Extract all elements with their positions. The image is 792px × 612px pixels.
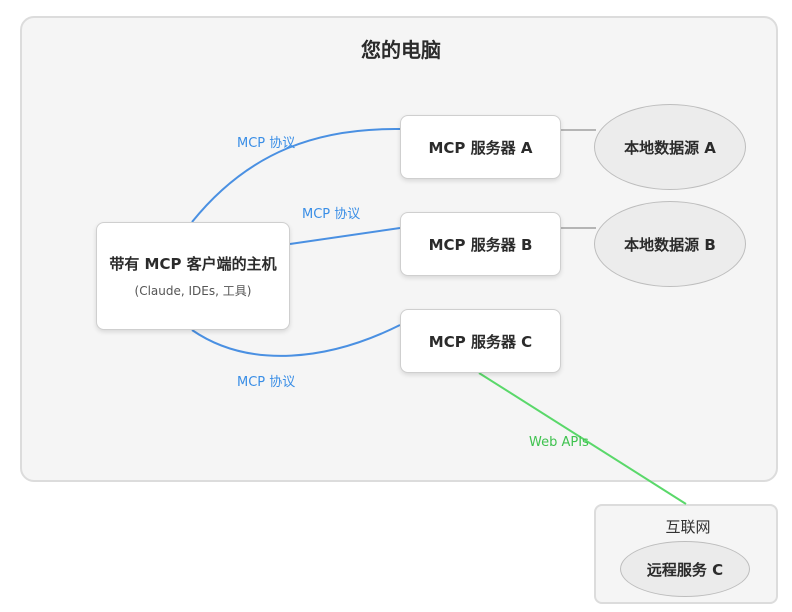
web-apis-label: Web APIs — [529, 435, 589, 450]
host-title: 带有 MCP 客户端的主机 — [109, 255, 277, 273]
internet-region-title: 互联网 — [665, 518, 711, 536]
server-a-label: MCP 服务器 A — [428, 138, 533, 157]
mcp-server-a-node: MCP 服务器 A — [400, 115, 561, 179]
server-c-label: MCP 服务器 C — [428, 332, 533, 351]
datasource-a-label: 本地数据源 A — [624, 138, 716, 157]
server-b-label: MCP 服务器 B — [428, 235, 533, 254]
local-datasource-a-node: 本地数据源 A — [594, 104, 746, 190]
remote-service-c-label: 远程服务 C — [646, 560, 724, 579]
mcp-server-c-node: MCP 服务器 C — [400, 309, 561, 373]
local-datasource-b-node: 本地数据源 B — [594, 201, 746, 287]
protocol-label-b: MCP 协议 — [302, 207, 361, 222]
mcp-server-b-node: MCP 服务器 B — [400, 212, 561, 276]
host-subtitle: (Claude, IDEs, 工具) — [134, 284, 252, 298]
remote-service-c-node: 远程服务 C — [620, 541, 750, 597]
protocol-label-c: MCP 协议 — [237, 375, 296, 390]
host-with-mcp-client-node: 带有 MCP 客户端的主机 (Claude, IDEs, 工具) — [96, 222, 290, 330]
protocol-label-a: MCP 协议 — [237, 136, 296, 151]
computer-region-title: 您的电脑 — [361, 38, 441, 62]
datasource-b-label: 本地数据源 B — [624, 235, 716, 254]
